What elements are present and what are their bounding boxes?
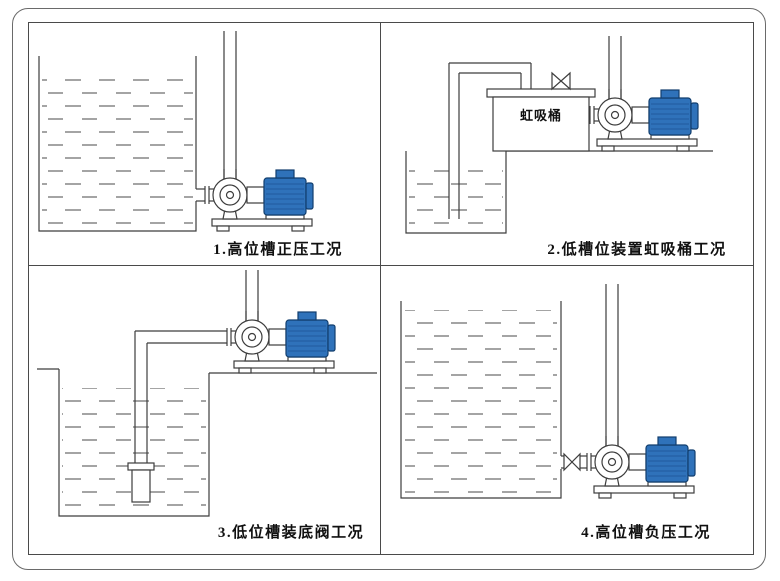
siphon-barrel-label: 虹吸桶 — [520, 108, 562, 123]
suction-valve-icon — [563, 452, 581, 472]
water — [405, 310, 557, 494]
foot-valve-icon — [127, 462, 155, 503]
quadrant-grid: 1.高位槽正压工况 — [28, 22, 754, 555]
panel-2-diagram: 虹吸桶 — [405, 36, 713, 234]
water — [409, 159, 503, 231]
panel-3-caption: 3.低位槽装底阀工况 — [217, 525, 365, 541]
pump-icon — [226, 310, 336, 374]
vent-valve-icon — [551, 71, 571, 91]
siphon-barrel: 虹吸桶 — [486, 88, 596, 152]
panel-1-caption: 1.高位槽正压工况 — [213, 242, 343, 258]
pump-icon — [586, 435, 696, 499]
discharge-pipe — [223, 31, 237, 180]
panel-2-caption: 2.低槽位装置虹吸桶工况 — [547, 242, 727, 258]
panel-4-diagram — [400, 284, 696, 499]
panel-4-caption: 4.高位槽负压工况 — [581, 525, 711, 541]
discharge-pipe — [605, 284, 619, 447]
tank — [38, 56, 197, 232]
tank — [37, 368, 210, 517]
water — [42, 79, 193, 227]
panel-1: 1.高位槽正压工况 — [29, 23, 381, 266]
panel-1-diagram — [38, 31, 314, 232]
rounded-border — [12, 8, 766, 570]
suction-pipe — [196, 188, 205, 202]
discharge-pipe — [245, 270, 259, 322]
pump-icon — [204, 168, 314, 232]
panel-4: 4.高位槽负压工况 — [381, 266, 753, 554]
panel-3: 3.低位槽装底阀工况 — [29, 266, 381, 554]
tank — [405, 151, 507, 234]
tank — [400, 301, 562, 499]
pump-icon — [589, 88, 699, 152]
panel-3-diagram — [37, 270, 377, 517]
suction-pipe — [134, 330, 227, 463]
siphon-pipe — [448, 62, 532, 219]
panel-2: 虹吸桶 2.低槽位装置虹吸桶工况 — [381, 23, 753, 266]
discharge-pipe — [608, 36, 622, 100]
